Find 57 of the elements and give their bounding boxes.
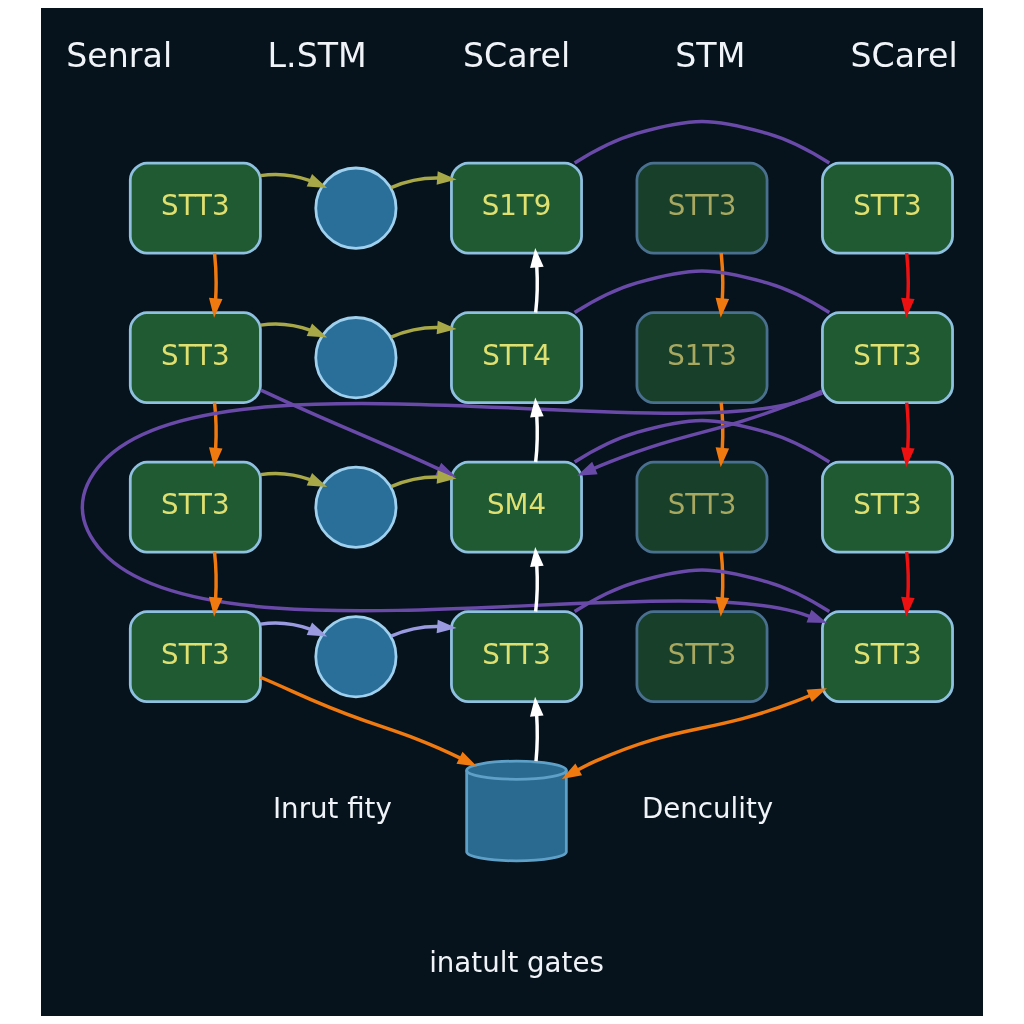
arrow: [260, 621, 328, 637]
arrow: [577, 389, 823, 476]
node-box: STT3: [450, 610, 583, 704]
arrow: [901, 402, 915, 468]
arrow: [530, 696, 544, 762]
arrow: [390, 320, 457, 339]
arrow: [390, 619, 457, 638]
node-box: S1T3: [635, 311, 769, 405]
node-box: STT3: [635, 460, 769, 554]
arrow: [260, 322, 328, 338]
arrow: [715, 402, 730, 468]
node-box: STT3: [821, 311, 954, 405]
label: Senral: [66, 36, 173, 76]
connector: [573, 269, 831, 315]
arrow: [901, 552, 915, 617]
node-circle: [314, 316, 398, 400]
node-circle: [314, 166, 398, 250]
label: Denculity: [641, 791, 774, 825]
arrow: [715, 253, 730, 318]
node-box: STT3: [821, 161, 954, 255]
label: SCarel: [850, 36, 958, 76]
arrow: [80, 391, 828, 623]
arrow: [259, 675, 477, 767]
arrow: [208, 253, 223, 318]
node-box: STT3: [128, 460, 262, 554]
arrow: [530, 247, 544, 313]
node-box: STT3: [635, 161, 769, 255]
arrow: [530, 397, 544, 463]
label: SCarel: [462, 36, 571, 76]
label: L.STM: [267, 36, 367, 76]
connector: [573, 568, 831, 614]
label: STM: [675, 36, 746, 76]
arrow: [561, 688, 827, 779]
connector: [573, 119, 831, 165]
node-box: STT3: [635, 610, 769, 704]
node-box: STT3: [128, 161, 262, 255]
node-box: STT4: [450, 311, 583, 405]
node-circle: [314, 615, 398, 699]
arrow: [901, 253, 915, 318]
arrow: [390, 470, 457, 489]
arrow: [530, 546, 544, 612]
arrow: [208, 552, 223, 617]
arrow: [208, 402, 223, 468]
arrow: [260, 172, 328, 188]
node-box: S1T9: [450, 161, 583, 255]
arrow: [260, 471, 328, 487]
label: Inrut fity: [272, 791, 392, 825]
connector: [573, 418, 831, 464]
node-circle: [314, 465, 398, 549]
node-box: STT3: [821, 460, 954, 554]
arrow: [390, 171, 457, 190]
node-box: STT3: [821, 610, 954, 704]
node-box: STT3: [128, 311, 262, 405]
node-label: inatult gates: [429, 946, 604, 980]
arrow: [715, 552, 730, 617]
node-box: SM4: [450, 460, 583, 554]
node-box: STT3: [128, 610, 262, 704]
